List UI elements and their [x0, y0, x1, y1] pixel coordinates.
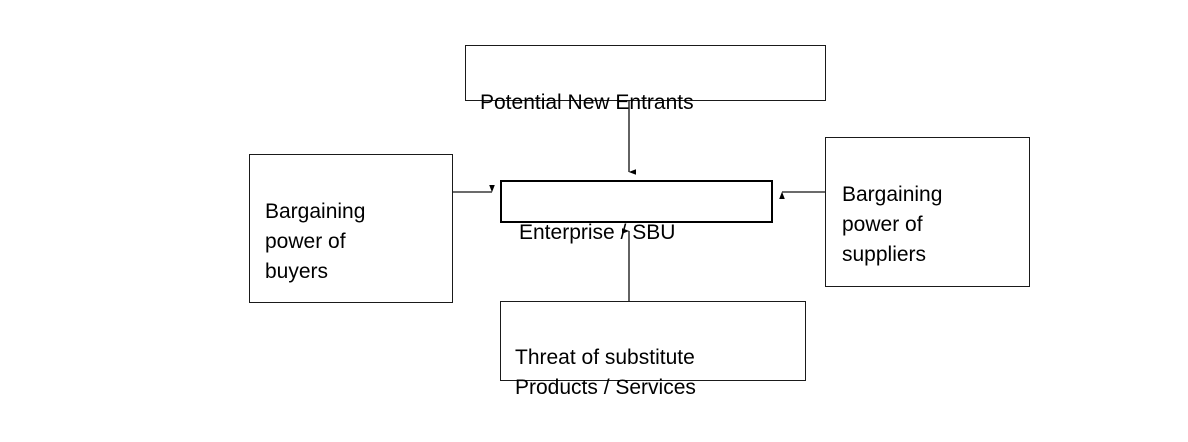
node-label-potential-new-entrants: Potential New Entrants [480, 91, 694, 114]
node-potential-new-entrants[interactable]: Potential New Entrants [465, 45, 826, 114]
node-bargaining-power-of-suppliers[interactable]: Bargaining power of suppliers [825, 137, 1030, 287]
node-threat-of-substitutes[interactable]: Threat of substitute Products / Services [500, 301, 806, 399]
node-bargaining-power-of-buyers[interactable]: Bargaining power of buyers [249, 154, 453, 303]
node-label-threat-of-substitutes: Threat of substitute Products / Services [515, 346, 696, 399]
node-label-enterprise-sbu: Enterprise / SBU [519, 221, 676, 244]
node-enterprise-sbu[interactable]: Enterprise / SBU [500, 180, 773, 244]
node-label-bargaining-power-of-suppliers: Bargaining power of suppliers [842, 183, 943, 266]
node-label-bargaining-power-of-buyers: Bargaining power of buyers [265, 200, 366, 283]
